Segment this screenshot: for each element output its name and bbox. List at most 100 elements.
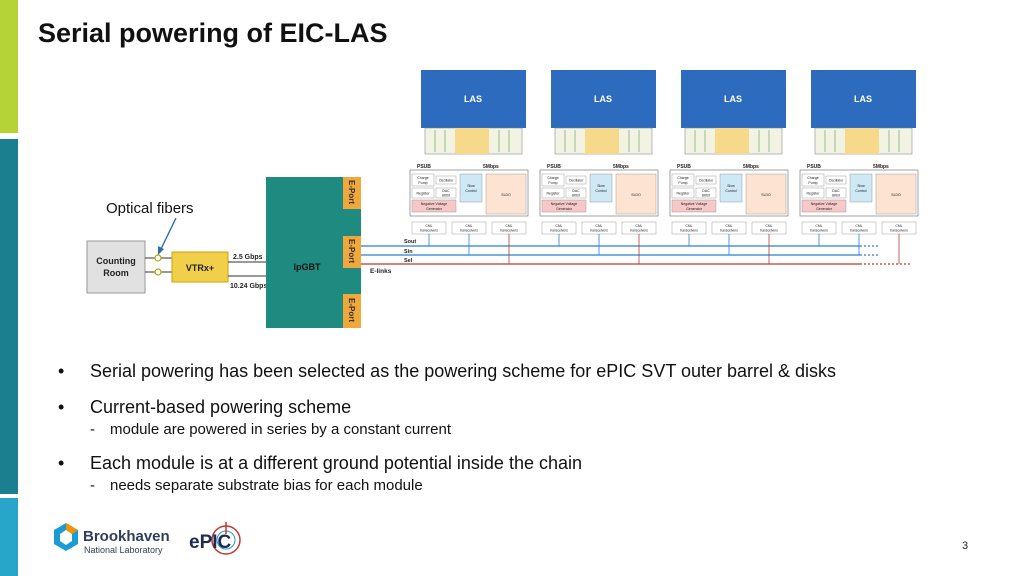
bullet-3-text: Each module is at a different ground pot… bbox=[90, 453, 582, 473]
sldo-box bbox=[875, 173, 917, 215]
dac-box bbox=[825, 187, 847, 199]
las-block bbox=[681, 70, 786, 128]
accent-bar-green bbox=[0, 0, 18, 133]
slow-control-label: Slow bbox=[597, 184, 605, 188]
cml-label-3b: transceivers bbox=[890, 229, 908, 233]
las-pad-highlight bbox=[585, 128, 619, 154]
charge-pump-label-2: Pump bbox=[678, 181, 687, 185]
las-label: LAS bbox=[724, 94, 742, 104]
bnl-name: Brookhaven bbox=[83, 528, 170, 545]
cml-label-1b: transceivers bbox=[550, 229, 568, 233]
signal-sout-label: Sout bbox=[404, 239, 416, 245]
dac-label: DAC bbox=[572, 189, 580, 193]
dac-label-2: 8Kbit bbox=[832, 194, 840, 198]
psub-label: PSUB bbox=[807, 164, 821, 170]
sldo-label: SLDO bbox=[891, 193, 901, 197]
las-label: LAS bbox=[464, 94, 482, 104]
eport-middle bbox=[343, 236, 361, 268]
charge-pump-box bbox=[541, 173, 565, 187]
rate-down-label: 10.24 Gbps bbox=[230, 283, 267, 290]
rate-label: 5Mbps bbox=[483, 164, 499, 170]
vtrx-box bbox=[171, 251, 229, 283]
bullet-dot: • bbox=[58, 453, 65, 473]
oscillator-box bbox=[695, 175, 717, 185]
cml-label-2: CML bbox=[596, 224, 603, 228]
charge-pump-label: Charge bbox=[417, 176, 429, 180]
register-label: Register bbox=[676, 192, 690, 196]
las-label: LAS bbox=[854, 94, 872, 104]
dac-box bbox=[435, 187, 457, 199]
dac-label: DAC bbox=[702, 189, 710, 193]
nvg-label: Negative Voltage bbox=[551, 202, 578, 206]
charge-pump-label: Charge bbox=[547, 176, 559, 180]
las-module-1: LAS PSUB 5Mbps Charge Pump Oscillator Re… bbox=[409, 70, 529, 264]
rate-up-label: 2.5 Gbps bbox=[233, 254, 263, 261]
fiber-connector-bottom bbox=[154, 268, 162, 276]
cml-label-1: CML bbox=[686, 224, 693, 228]
bnl-logo-icon-accent bbox=[66, 523, 78, 534]
nvg-box bbox=[801, 199, 847, 213]
cml-label-2: CML bbox=[726, 224, 733, 228]
rate-label: 5Mbps bbox=[613, 164, 629, 170]
signal-sel-label: Sel bbox=[404, 258, 413, 264]
sub-dash: - bbox=[90, 477, 95, 494]
register-box bbox=[801, 187, 825, 199]
charge-pump-label-2: Pump bbox=[548, 181, 557, 185]
bnl-subtitle: National Laboratory bbox=[84, 545, 163, 555]
charge-pump-label: Charge bbox=[677, 176, 689, 180]
cml-label-2b: transceivers bbox=[590, 229, 608, 233]
cml-label-1: CML bbox=[426, 224, 433, 228]
cml-label-1: CML bbox=[816, 224, 823, 228]
slow-control-box bbox=[719, 173, 743, 203]
cml-label-3: CML bbox=[766, 224, 773, 228]
oscillator-box bbox=[565, 175, 587, 185]
oscillator-box bbox=[825, 175, 847, 185]
bullet-1: • Serial powering has been selected as t… bbox=[58, 360, 958, 382]
oscillator-label: Oscillator bbox=[439, 179, 454, 183]
bullet-2: • Current-based powering scheme bbox=[58, 396, 958, 418]
signal-sin-label: Sin bbox=[404, 249, 413, 255]
dac-label: DAC bbox=[442, 189, 450, 193]
slow-control-label-2: Control bbox=[595, 189, 607, 193]
cml-label-1b: transceivers bbox=[680, 229, 698, 233]
eport-middle-label: E-Port bbox=[347, 239, 356, 263]
sldo-box bbox=[745, 173, 787, 215]
sub-dash: - bbox=[90, 421, 95, 438]
bullet-1-text: Serial powering has been selected as the… bbox=[90, 361, 837, 381]
slow-control-label-2: Control bbox=[725, 189, 737, 193]
bnl-logo: Brookhaven National Laboratory bbox=[54, 523, 170, 555]
optical-fibers-arrowhead bbox=[158, 246, 164, 255]
nvg-label: Negative Voltage bbox=[421, 202, 448, 206]
epic-logo-text: ePIC bbox=[189, 532, 232, 553]
register-box bbox=[671, 187, 695, 199]
rate-label: 5Mbps bbox=[873, 164, 889, 170]
charge-pump-box bbox=[801, 173, 825, 187]
rate-label: 5Mbps bbox=[743, 164, 759, 170]
cml-label-2b: transceivers bbox=[720, 229, 738, 233]
cml-label-1: CML bbox=[556, 224, 563, 228]
bullet-3-sub-text: needs separate substrate bias for each m… bbox=[110, 477, 423, 494]
cml-label-1b: transceivers bbox=[810, 229, 828, 233]
charge-pump-box bbox=[671, 173, 695, 187]
accent-bar-teal bbox=[0, 139, 18, 494]
cml-label-2b: transceivers bbox=[850, 229, 868, 233]
cml-label-1b: transceivers bbox=[420, 229, 438, 233]
las-block bbox=[551, 70, 656, 128]
eport-bottom bbox=[343, 294, 361, 328]
las-module-3: LAS PSUB 5Mbps Charge Pump Oscillator Re… bbox=[669, 70, 789, 264]
nvg-box bbox=[671, 199, 717, 213]
las-module-2: LAS PSUB 5Mbps Charge Pump Oscillator Re… bbox=[539, 70, 659, 264]
charge-pump-box bbox=[411, 173, 435, 187]
cml-label-3b: transceivers bbox=[630, 229, 648, 233]
optical-fibers-label: Optical fibers bbox=[106, 200, 194, 217]
page-number: 3 bbox=[962, 540, 969, 552]
slow-control-box bbox=[459, 173, 483, 203]
bullet-dot: • bbox=[58, 397, 65, 417]
cml-label-3: CML bbox=[506, 224, 513, 228]
bullet-dot: • bbox=[58, 361, 65, 381]
las-pad-highlight bbox=[845, 128, 879, 154]
dac-label-2: 8Kbit bbox=[442, 194, 450, 198]
register-label: Register bbox=[416, 192, 430, 196]
charge-pump-label-2: Pump bbox=[808, 181, 817, 185]
counting-room-label: Counting bbox=[96, 256, 136, 266]
